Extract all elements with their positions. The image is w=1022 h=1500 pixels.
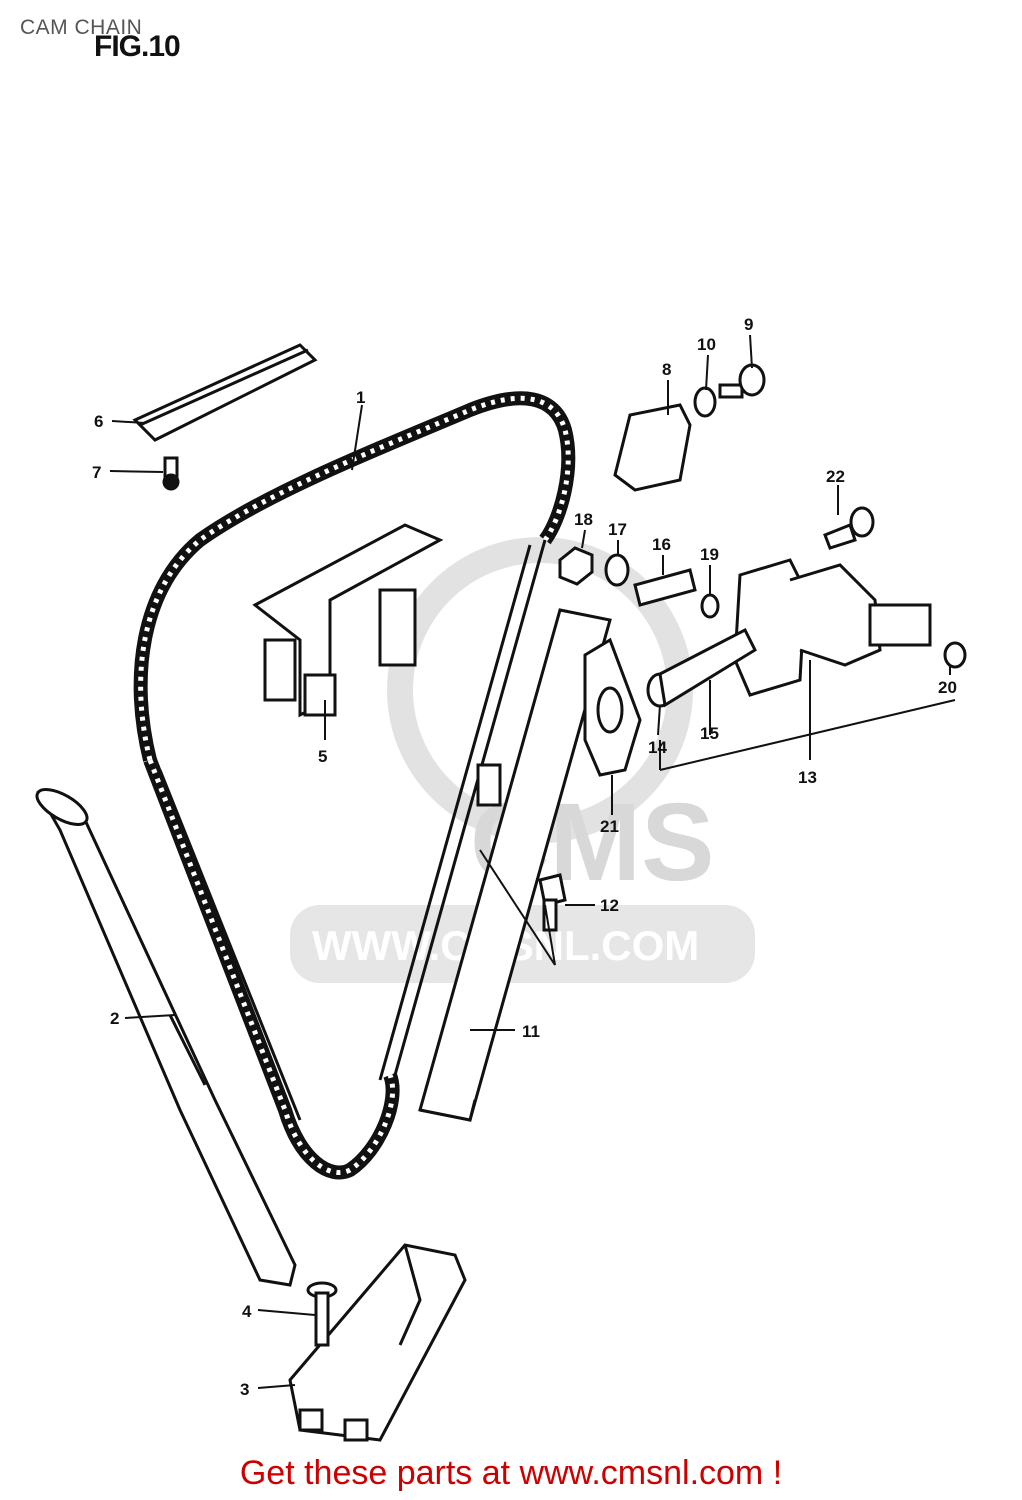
tensioner-o-ring [700,593,720,619]
tensioner-gasket [583,637,642,777]
callout-18: 18 [574,510,593,529]
tensioner-nut [558,546,594,586]
cap-bolt [718,363,766,399]
callout-13: 13 [798,768,817,787]
callout-15: 15 [700,724,719,743]
callout-leaders [109,334,956,1389]
callout-20: 20 [938,678,957,697]
callout-16: 16 [652,535,671,554]
tensioner-mount-bolt [823,506,875,550]
tensioner-spring [633,568,697,607]
cam-chain [133,391,576,1180]
callout-21: 21 [600,817,619,836]
guide-bolt [306,1281,338,1347]
callout-10: 10 [697,335,716,354]
get-parts-link[interactable]: Get these parts at www.cmsnl.com ! [239,1454,783,1492]
figure-label: FIG.10 [94,30,181,63]
tensioner-arm [418,608,612,1122]
callout-14: 14 [648,738,667,757]
tensioner-push-rod [646,627,757,708]
callout-11: 11 [522,1022,540,1041]
tensioner-assembly [733,558,967,697]
tensioner-cap [613,403,692,492]
cap-washer [693,386,717,418]
callout-7: 7 [92,463,101,482]
guide-holder [288,1243,467,1442]
callout-8: 8 [662,360,671,379]
callout-5: 5 [318,747,327,766]
callout-22: 22 [826,467,845,486]
callout-3: 3 [240,1380,249,1399]
callout-6: 6 [94,412,103,431]
cam-chain-guide [35,788,297,1287]
callout-labels: 1 2 3 4 5 6 7 8 9 10 11 12 13 14 15 16 1… [92,315,957,1399]
callout-19: 19 [700,545,719,564]
cam-chain-guide-upper [252,523,444,718]
callout-12: 12 [600,896,619,915]
callout-9: 9 [744,315,753,334]
top-guide [132,343,318,442]
tensioner-washer [604,553,630,587]
callout-2: 2 [110,1009,119,1028]
top-guide-bolt [162,456,180,491]
diagram-caption: CAM CHAIN [20,16,143,39]
callout-4: 4 [242,1302,252,1321]
callout-1: 1 [356,388,365,407]
callout-17: 17 [608,520,627,539]
